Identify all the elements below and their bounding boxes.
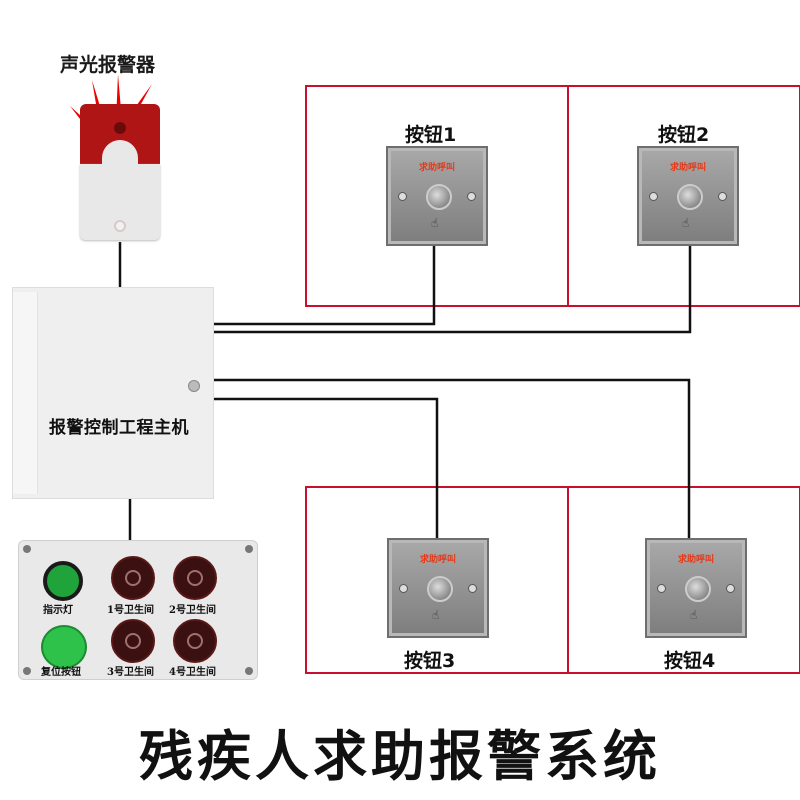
call-button-4[interactable]: 求助呼叫 ☝	[645, 538, 747, 638]
plate-text: 求助呼叫	[677, 555, 714, 565]
wire-button-2	[212, 246, 692, 334]
button-2-label: 按钮2	[658, 124, 710, 146]
call-button-3[interactable]: 求助呼叫 ☝	[387, 538, 489, 638]
buzzer-4-icon	[173, 619, 217, 663]
hand-pointer-icon: ☝	[432, 608, 440, 622]
push-button-icon	[685, 576, 711, 602]
call-button-1[interactable]: 求助呼叫 ☝	[386, 146, 488, 246]
push-button-icon	[677, 184, 703, 210]
plate-text: 求助呼叫	[418, 163, 455, 173]
siren-device	[70, 74, 160, 242]
indicator-label: 指示灯	[43, 605, 73, 616]
reset-button[interactable]	[41, 625, 87, 669]
siren-lens-icon	[114, 122, 126, 134]
plate-text: 求助呼叫	[419, 555, 456, 565]
buzzer-label-2: 2号卫生间	[169, 605, 216, 616]
button-3-label: 按钮3	[404, 650, 456, 672]
hand-pointer-icon: ☝	[682, 216, 690, 230]
buzzer-label-1: 1号卫生间	[107, 605, 154, 616]
wire-button-1	[212, 246, 436, 326]
hand-pointer-icon: ☝	[431, 216, 439, 230]
indicator-light	[43, 561, 83, 601]
control-host-label: 报警控制工程主机	[49, 418, 189, 438]
call-button-2[interactable]: 求助呼叫 ☝	[637, 146, 739, 246]
buzzer-2-icon	[173, 556, 217, 600]
hand-pointer-icon: ☝	[690, 608, 698, 622]
wire-button-4	[212, 378, 691, 540]
plate-text: 求助呼叫	[669, 163, 706, 173]
reset-label: 复位按钮	[41, 667, 81, 678]
page-title: 残疾人求助报警系统	[139, 725, 661, 788]
button-panel: 指示灯 复位按钮 1号卫生间 2号卫生间 3号卫生间 4号卫生间	[18, 540, 258, 680]
push-button-icon	[426, 184, 452, 210]
push-button-icon	[427, 576, 453, 602]
siren-label: 声光报警器	[60, 54, 156, 76]
buzzer-1-icon	[111, 556, 155, 600]
control-host: 报警控制工程主机	[12, 287, 214, 499]
buzzer-label-4: 4号卫生间	[169, 667, 216, 678]
buzzer-label-3: 3号卫生间	[107, 667, 154, 678]
buzzer-3-icon	[111, 619, 155, 663]
button-4-label: 按钮4	[664, 650, 716, 672]
zone-box-2	[567, 85, 800, 307]
zone-box-4	[567, 486, 800, 674]
button-1-label: 按钮1	[405, 124, 457, 146]
wire-button-3	[212, 397, 439, 540]
lock-icon	[188, 380, 200, 392]
